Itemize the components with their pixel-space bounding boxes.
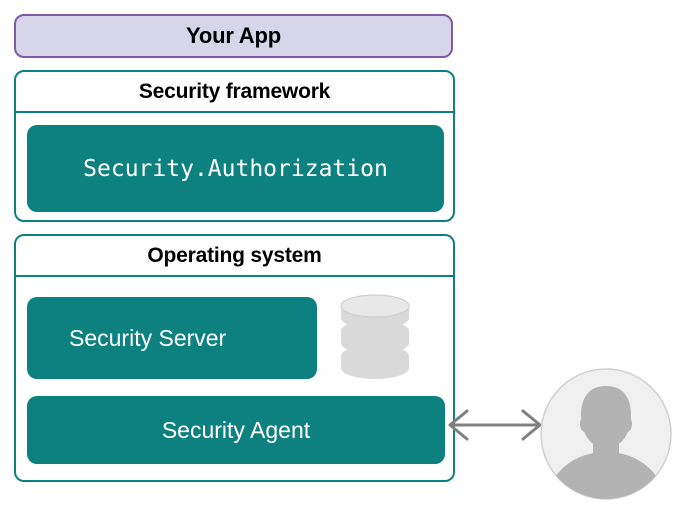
your-app-label: Your App (186, 23, 281, 48)
security-framework-title: Security framework (16, 72, 453, 113)
security-server-component: Security Server (27, 297, 317, 379)
operating-system-layer: Operating system Security Server Securit… (14, 234, 455, 482)
user-avatar-icon (540, 368, 672, 500)
security-framework-layer: Security framework Security.Authorizatio… (14, 70, 455, 222)
your-app-layer: Your App (14, 14, 453, 58)
security-framework-title-label: Security framework (138, 79, 331, 103)
security-authorization-label: Security.Authorization (83, 155, 388, 182)
operating-system-title-label: Operating system (147, 243, 322, 267)
security-authorization-component: Security.Authorization (27, 125, 444, 212)
bidirectional-arrow-icon (443, 405, 547, 445)
security-agent-component: Security Agent (27, 396, 445, 464)
security-agent-label: Security Agent (161, 416, 311, 443)
operating-system-title: Operating system (16, 236, 453, 277)
security-server-label: Security Server (69, 324, 227, 351)
database-cylinder-icon (338, 294, 412, 382)
